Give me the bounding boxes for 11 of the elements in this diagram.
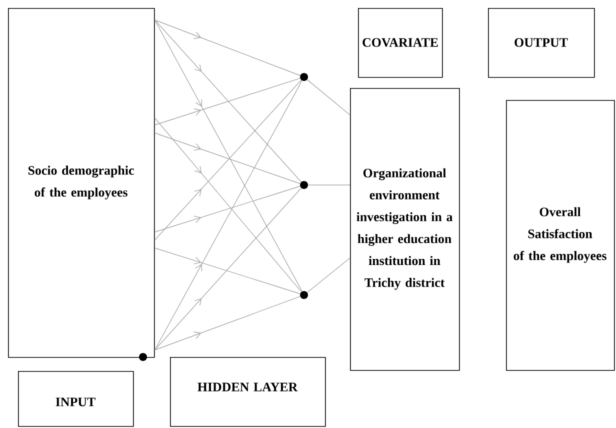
neuron-dot bbox=[139, 353, 147, 361]
neuron-dot bbox=[300, 291, 308, 299]
text-box: Socio demographic of the employees bbox=[8, 8, 155, 358]
text-box: Overall Satisfaction of the employees bbox=[506, 100, 615, 371]
text-box: Organizational environment investigation in a higher education institution in Trichy district bbox=[350, 88, 460, 371]
text-box: OUTPUT bbox=[488, 8, 595, 78]
neuron-dot bbox=[300, 73, 308, 81]
text-box: HIDDEN LAYER bbox=[170, 357, 326, 427]
neuron-dot bbox=[300, 181, 308, 189]
text-box: INPUT bbox=[18, 371, 134, 427]
text-box: COVARIATE bbox=[358, 8, 443, 78]
